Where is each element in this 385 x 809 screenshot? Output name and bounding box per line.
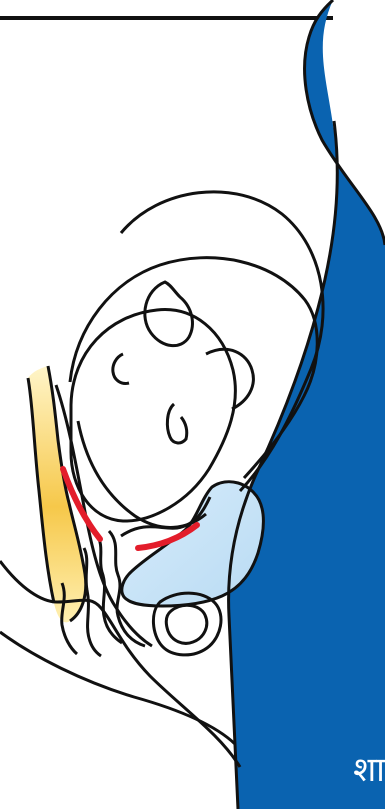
pelvic-bone-inner [166, 605, 206, 643]
fetus-hand [167, 404, 186, 443]
fetus-ear [113, 354, 129, 383]
blue-panel [228, 0, 385, 809]
spine-shadow [28, 366, 86, 622]
tissue-fold-1 [96, 532, 122, 643]
caption-text: शा [353, 753, 385, 787]
bottom-inner-outline [0, 632, 235, 744]
